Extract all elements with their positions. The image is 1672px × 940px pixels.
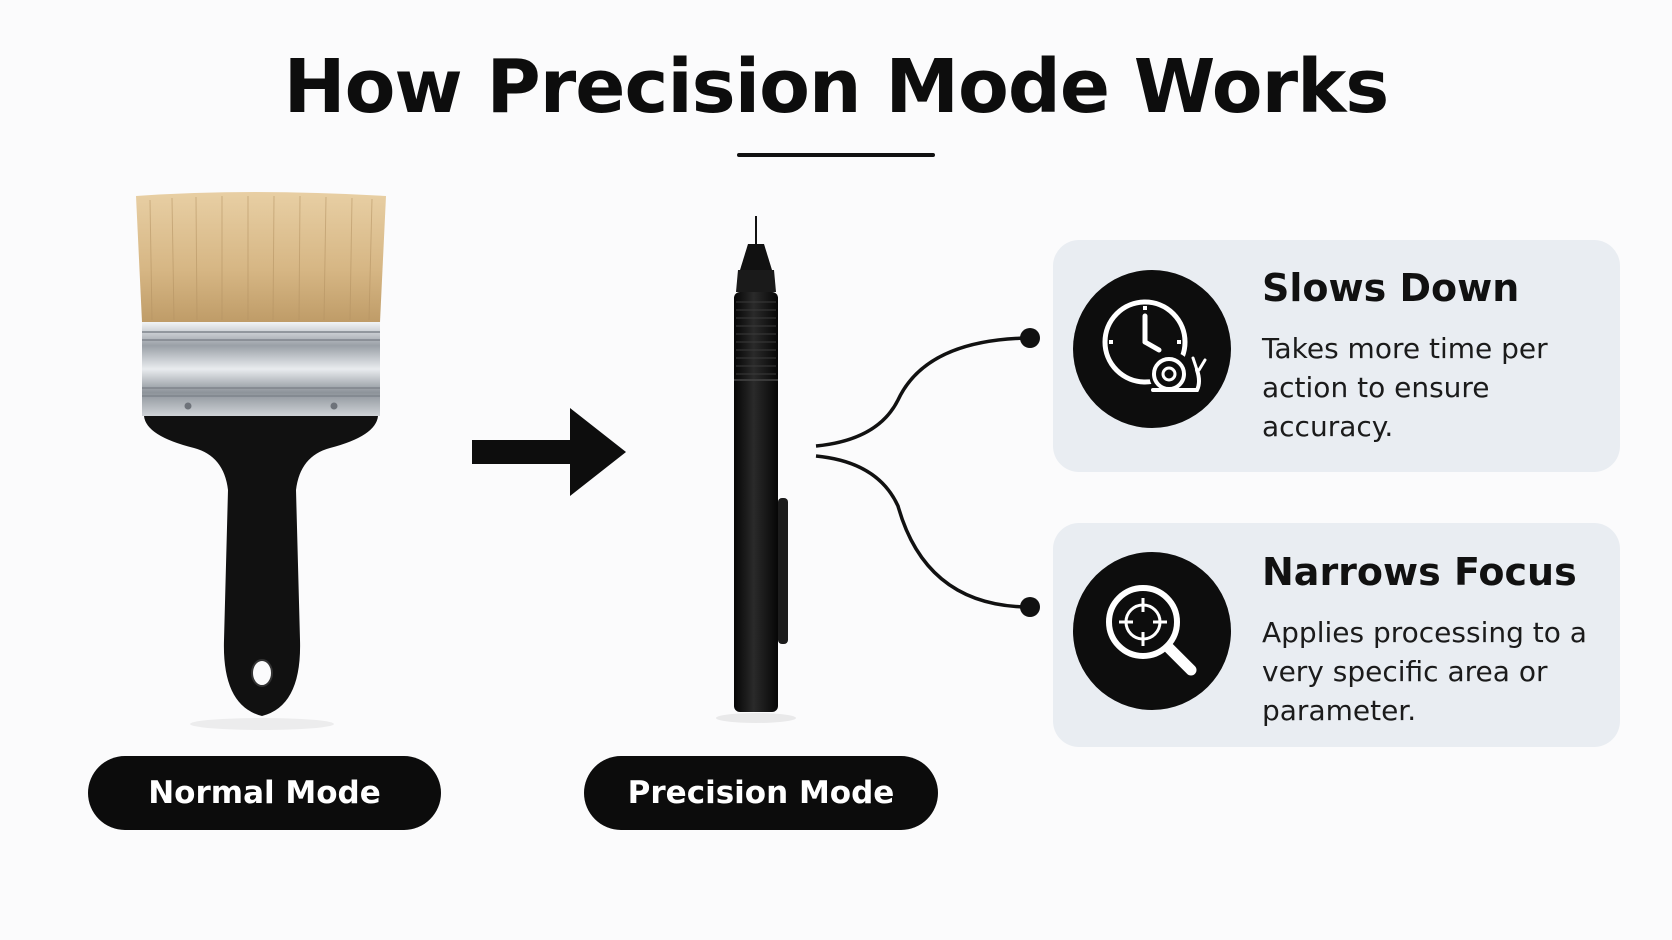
page-title: How Precision Mode Works <box>283 44 1390 130</box>
feature-description: Takes more time per action to ensure acc… <box>1262 332 1548 443</box>
paintbrush-icon <box>136 192 386 730</box>
magnifier-crosshair-icon <box>1073 552 1231 710</box>
feature-card-narrows-focus: Narrows Focus Applies processing to a ve… <box>1053 523 1620 747</box>
title-underline <box>737 153 935 157</box>
connector-lines <box>815 336 1029 609</box>
precision-mode-label: Precision Mode <box>584 756 938 830</box>
clock-snail-icon <box>1073 270 1231 428</box>
feature-card-slows-down: Slows Down Takes more time per action to… <box>1053 240 1620 472</box>
normal-mode-label: Normal Mode <box>88 756 441 830</box>
connector-dot <box>1020 328 1040 348</box>
arrow-right-icon <box>472 408 626 496</box>
fine-pen-icon <box>716 216 796 723</box>
feature-description: Applies processing to a very specific ar… <box>1262 616 1587 727</box>
feature-title: Narrows Focus <box>1262 550 1577 594</box>
connector-dot <box>1020 597 1040 617</box>
feature-title: Slows Down <box>1262 266 1520 310</box>
